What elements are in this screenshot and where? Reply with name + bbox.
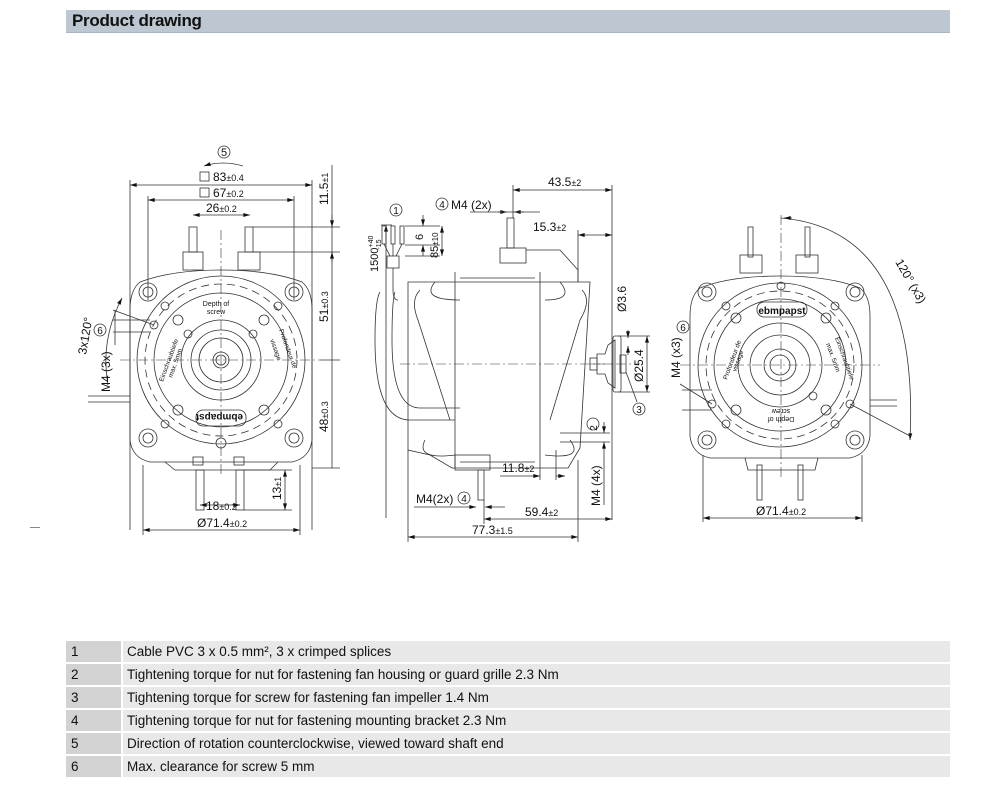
dim-diameter-25-4: Ø25.4 — [632, 349, 646, 382]
legend-number: 3 — [66, 687, 121, 708]
label-screw: screw — [207, 309, 226, 316]
thread-m4-2x-top: M4 (2x) — [451, 198, 492, 212]
callout-5: 5 — [221, 147, 227, 159]
callout-2: 2 — [589, 425, 600, 431]
dim-26: 26±0.2 — [206, 201, 237, 215]
brand-logo: ebmpapst — [195, 411, 243, 422]
callout-6-circle — [93, 323, 107, 337]
legend-row: 2 Tightening torque for nut for fastenin… — [66, 664, 950, 685]
legend-number: 6 — [66, 756, 121, 777]
rotation-arrow-icon — [203, 162, 244, 167]
dim-43-5: 43.5±2 — [548, 175, 581, 189]
legend-number: 4 — [66, 710, 121, 731]
legend-number: 5 — [66, 733, 121, 754]
dim-6: 6 — [414, 234, 426, 240]
dim-11-5: 11.5±1 — [317, 173, 331, 205]
legend-row: 1 Cable PVC 3 x 0.5 mm², 3 x crimped spl… — [66, 641, 950, 662]
legend-row: 6 Max. clearance for screw 5 mm — [66, 756, 950, 777]
callout-3-circle — [632, 402, 646, 416]
dim-67: 67±0.2 — [213, 186, 244, 200]
cable-length: 1500+40-15 — [368, 236, 383, 272]
callout-1-circle — [389, 203, 403, 217]
callout-1: 1 — [393, 206, 399, 217]
callout-6-rear-circle — [676, 320, 690, 334]
thread-m4-2x-bottom: M4(2x) — [416, 492, 453, 506]
dim-13: 13±1 — [270, 477, 284, 500]
section-title: Product drawing — [72, 11, 202, 30]
dim-15-3: 15.3±2 — [533, 220, 566, 234]
legend-text: Cable PVC 3 x 0.5 mm², 3 x crimped splic… — [123, 641, 950, 662]
legend-text: Direction of rotation counterclockwise, … — [123, 733, 950, 754]
dim-diameter-rear: Ø71.4±0.2 — [756, 504, 806, 518]
section-header: Product drawing — [66, 10, 950, 33]
angle-120-x3: 120° (x3) — [892, 257, 929, 306]
legend-number: 1 — [66, 641, 121, 662]
label-screw-rear: screw — [771, 407, 790, 414]
legend-text: Tightening torque for nut for fastening … — [123, 710, 950, 731]
legend-row: 5 Direction of rotation counterclockwise… — [66, 733, 950, 754]
callout-6-rear: 6 — [680, 323, 686, 334]
dim-diameter-front: Ø71.4±0.2 — [197, 516, 247, 530]
callout-4-circle — [435, 197, 449, 211]
side-view — [374, 185, 650, 542]
thread-m4-4x: M4 (4x) — [589, 465, 603, 506]
callout-3: 3 — [636, 405, 642, 416]
dim-85: 85±10 — [429, 232, 441, 258]
dim-83: 83±0.4 — [213, 170, 244, 184]
dim-59-4: 59.4±2 — [525, 505, 558, 519]
dim-11-8: 11.8±2 — [502, 461, 534, 475]
angle-3x120: 3x120° — [75, 316, 95, 356]
legend-text: Tightening torque for screw for fastenin… — [123, 687, 950, 708]
rear-view — [676, 215, 913, 522]
label-depth-of-rear: Depth of — [768, 415, 795, 422]
legend-text: Tightening torque for nut for fastening … — [123, 664, 950, 685]
front-view — [88, 145, 340, 535]
dim-18: 18±0.2 — [206, 499, 237, 513]
callout-2-circle — [586, 417, 600, 431]
dim-48: 48±0.3 — [317, 401, 331, 432]
thread-m4-x3: M4 (x3) — [669, 337, 683, 378]
callout-4b: 4 — [461, 494, 467, 505]
callout-4: 4 — [439, 200, 445, 211]
label-depth-of: Depth of — [203, 301, 230, 308]
legend-row: 4 Tightening torque for nut for fastenin… — [66, 710, 950, 731]
brand-logo-rear: ebmpapst — [758, 306, 806, 317]
label-vissage: vissage — [268, 338, 282, 361]
product-drawing: 5 83±0.4 67±0.2 26±0.2 11.5±1 51±0.3 48±… — [75, 145, 929, 542]
legend-row: 3 Tightening torque for screw for fasten… — [66, 687, 950, 708]
callout-6: 6 — [97, 326, 103, 337]
screw-icon — [138, 282, 304, 449]
screw-icon — [697, 281, 865, 450]
legend-number: 2 — [66, 664, 121, 685]
callout-4b-circle — [457, 491, 471, 505]
dim-diameter-3-6: Ø3.6 — [615, 286, 629, 312]
legend-table: 1 Cable PVC 3 x 0.5 mm², 3 x crimped spl… — [66, 641, 950, 779]
dim-51: 51±0.3 — [317, 291, 331, 322]
callout-5-circle — [217, 145, 231, 159]
thread-m4-3x: M4 (3x) — [99, 351, 113, 392]
divider-mark — [30, 527, 40, 528]
legend-text: Max. clearance for screw 5 mm — [123, 756, 950, 777]
dim-77-3: 77.3±1.5 — [472, 523, 513, 537]
